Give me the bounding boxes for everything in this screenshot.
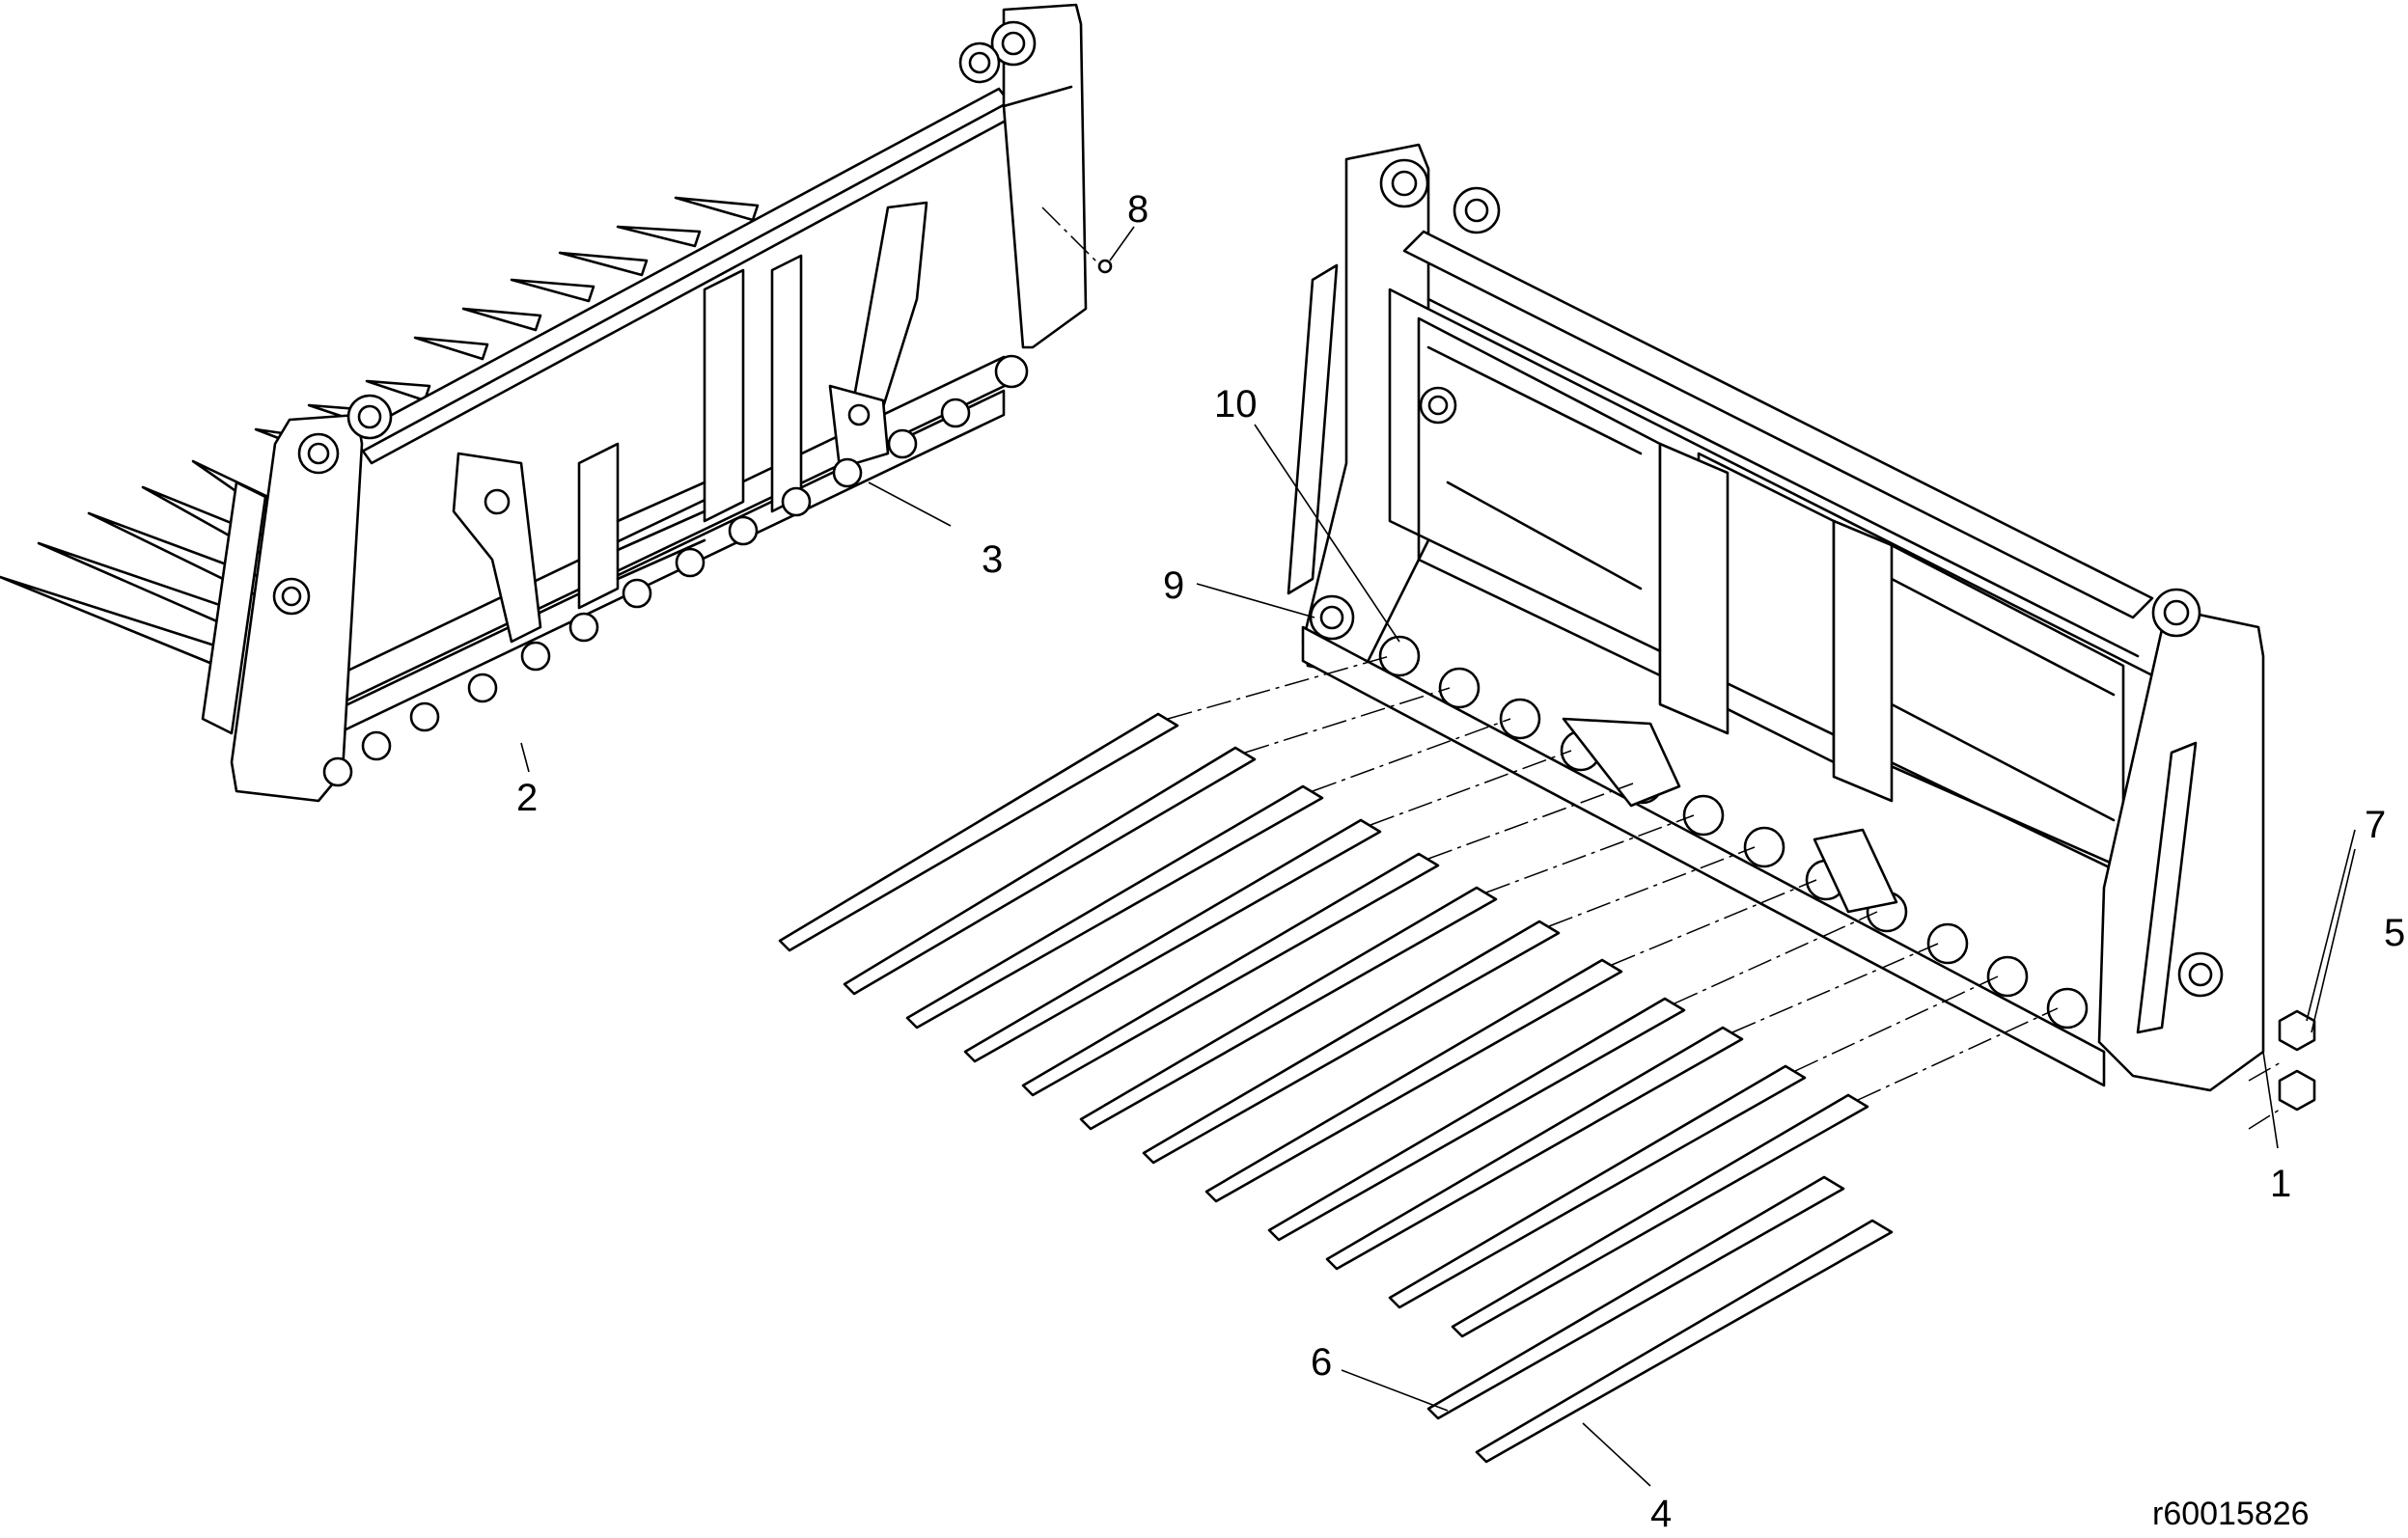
callout-4: 4: [1650, 1493, 1672, 1535]
leader-lines: [520, 226, 2356, 1487]
assembled-tines: [0, 196, 760, 668]
assembled-bolts: [322, 354, 1029, 787]
callout-1: 1: [2270, 1163, 2291, 1205]
loose-tines: [778, 712, 1894, 1464]
callout-2: 2: [516, 777, 538, 819]
exploded-frame-view: [1287, 143, 2316, 1130]
callout-9: 9: [1163, 564, 1184, 607]
callout-6: 6: [1311, 1341, 1332, 1384]
alignment-lines: [1167, 655, 2059, 1101]
callout-8: 8: [1127, 188, 1149, 231]
callout-7: 7: [2365, 804, 2386, 846]
callout-10: 10: [1214, 383, 1258, 426]
assembled-fork-view: [0, 3, 1113, 803]
reference-code: r60015826: [2152, 1496, 2310, 1532]
callout-3: 3: [982, 538, 1003, 581]
callout-5: 5: [2384, 912, 2405, 954]
